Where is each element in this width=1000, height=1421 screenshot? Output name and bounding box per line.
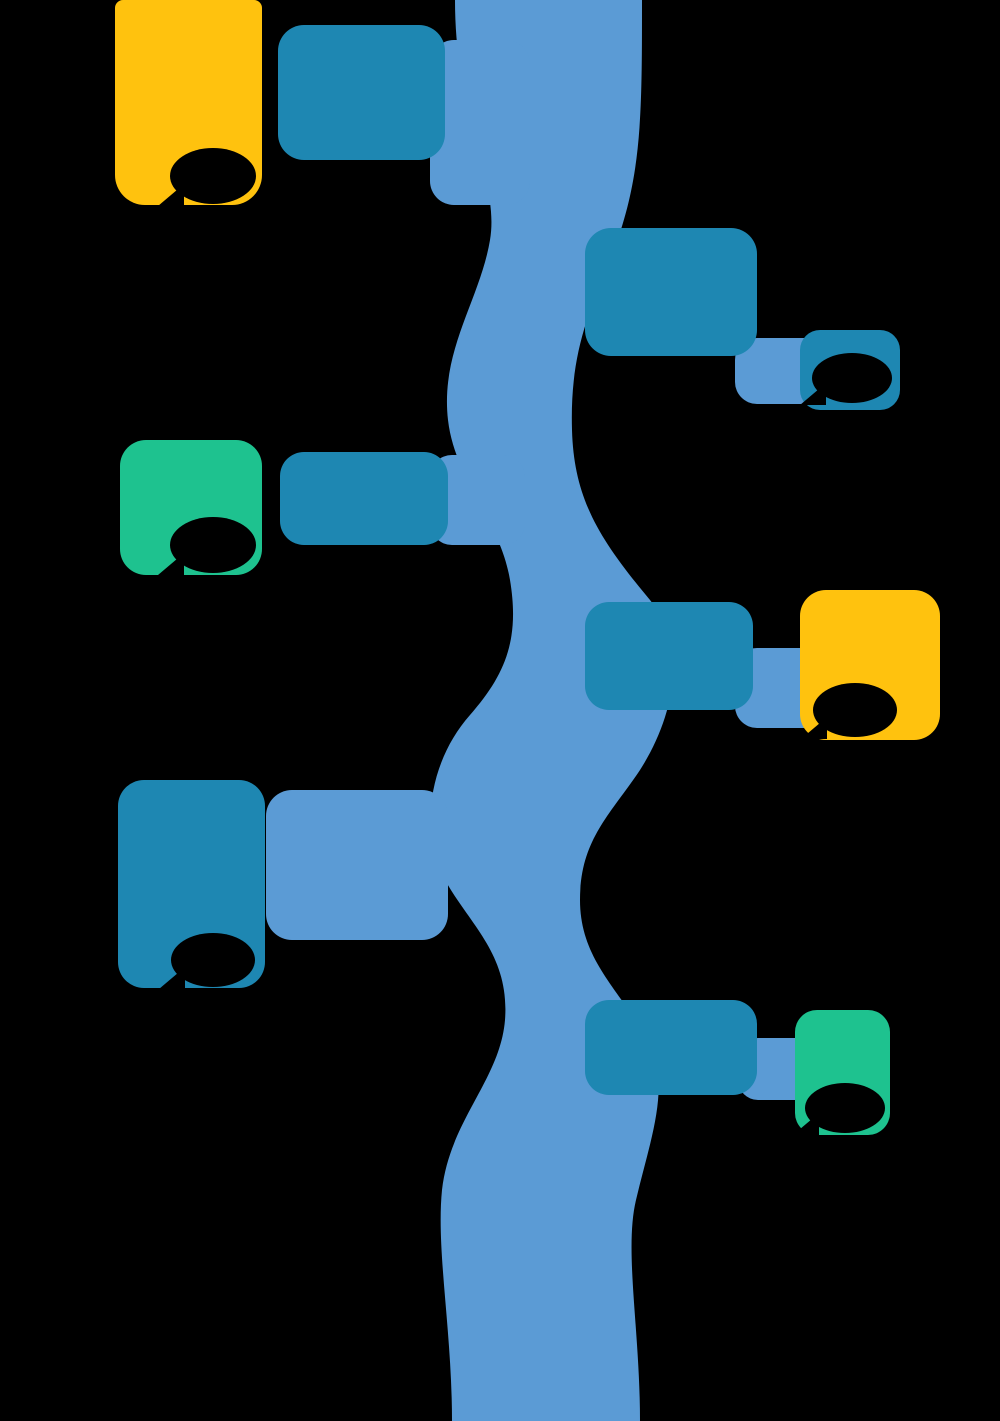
timeline-ribbon-path <box>430 0 673 1421</box>
